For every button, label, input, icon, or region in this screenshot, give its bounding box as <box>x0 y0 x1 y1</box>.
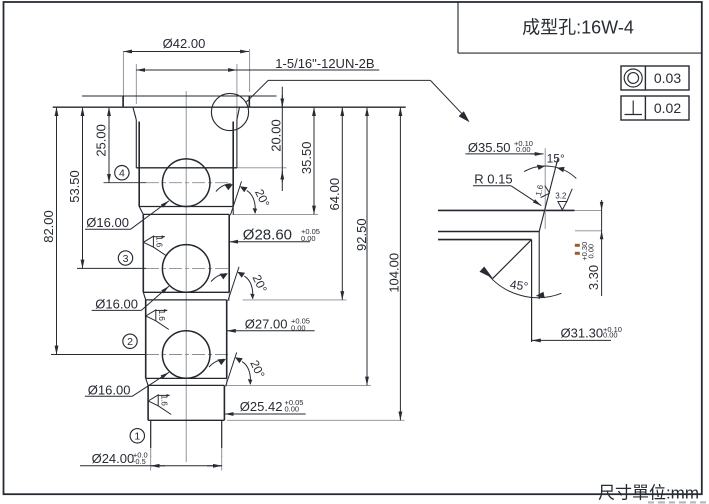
svg-text:4: 4 <box>119 168 125 180</box>
svg-text:0.03: 0.03 <box>654 70 681 86</box>
svg-text:尺寸單位:mm: 尺寸單位:mm <box>598 484 699 503</box>
svg-text:45°: 45° <box>509 277 529 293</box>
svg-text:0.00: 0.00 <box>301 234 316 243</box>
svg-text:+0.0: +0.0 <box>133 451 148 460</box>
svg-text:82.00: 82.00 <box>41 210 56 243</box>
svg-text:成型孔:16W-4: 成型孔:16W-4 <box>522 18 634 38</box>
svg-text:1.6: 1.6 <box>159 395 168 407</box>
svg-text:15°: 15° <box>547 152 565 166</box>
svg-text:Ø16.00: Ø16.00 <box>88 382 131 397</box>
svg-text:Ø28.60: Ø28.60 <box>243 227 292 244</box>
svg-text:Ø25.42: Ø25.42 <box>240 399 283 414</box>
svg-text:+0.10: +0.10 <box>514 139 533 148</box>
svg-text:R 0.15: R 0.15 <box>474 172 512 187</box>
svg-text:1: 1 <box>134 431 140 443</box>
svg-text:Ø24.00: Ø24.00 <box>92 451 135 466</box>
svg-text:1.6: 1.6 <box>157 310 166 322</box>
svg-text:1-5/16"-12UN-2B: 1-5/16"-12UN-2B <box>275 56 374 71</box>
svg-text:-0.5: -0.5 <box>133 457 146 466</box>
svg-text:53.50: 53.50 <box>67 170 82 203</box>
svg-text:2: 2 <box>127 336 133 348</box>
svg-text:Ø42.00: Ø42.00 <box>163 36 206 51</box>
svg-text:+0.05: +0.05 <box>285 398 304 407</box>
svg-text:3.30: 3.30 <box>586 265 601 290</box>
svg-text:0.02: 0.02 <box>654 100 681 116</box>
svg-text:0.00: 0.00 <box>291 323 306 332</box>
svg-text:1.6: 1.6 <box>154 236 163 248</box>
svg-text:92.50: 92.50 <box>354 218 369 251</box>
svg-text:Ø16.00: Ø16.00 <box>86 215 129 230</box>
svg-text:+0.05: +0.05 <box>291 317 310 326</box>
svg-text:0.00: 0.00 <box>603 331 618 340</box>
svg-text:3.2: 3.2 <box>555 191 567 200</box>
svg-text:+0.05: +0.05 <box>301 227 320 236</box>
svg-text:64.00: 64.00 <box>327 178 342 211</box>
svg-text:0.00: 0.00 <box>587 244 596 259</box>
svg-text:+0.10: +0.10 <box>603 325 622 334</box>
svg-text:25.00: 25.00 <box>93 124 108 157</box>
svg-text:0.00: 0.00 <box>516 145 531 154</box>
svg-text:Ø31.30: Ø31.30 <box>561 325 604 340</box>
svg-text:35.50: 35.50 <box>299 142 314 175</box>
svg-text:1.6: 1.6 <box>534 183 545 196</box>
svg-text:20.00: 20.00 <box>268 119 283 152</box>
svg-text:3: 3 <box>123 253 129 265</box>
svg-text:+0.30: +0.30 <box>580 242 589 261</box>
svg-text:104.00: 104.00 <box>386 253 401 293</box>
svg-text:0.00: 0.00 <box>285 405 300 414</box>
svg-text:Ø16.00: Ø16.00 <box>95 297 138 312</box>
svg-text:Ø35.50: Ø35.50 <box>468 140 511 155</box>
svg-text:Ø27.00: Ø27.00 <box>245 316 288 331</box>
